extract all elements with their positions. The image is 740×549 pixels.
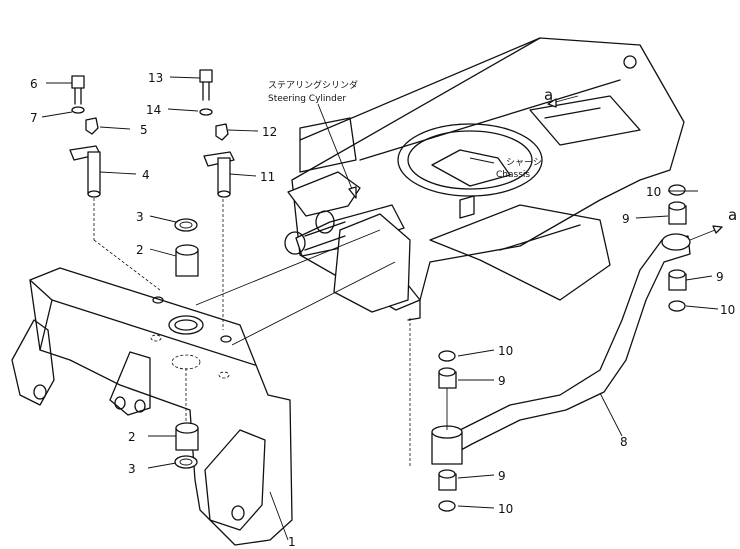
view-a-label-top: a xyxy=(544,86,553,104)
part-number-10-lower-left: 10 xyxy=(498,502,513,516)
right-pin-stack xyxy=(199,69,235,198)
axle-housing xyxy=(11,267,293,546)
part-number-9-upper-left: 9 xyxy=(498,374,506,388)
upper-bushing-seal xyxy=(174,218,199,277)
part-number-13: 13 xyxy=(148,71,163,85)
part-number-5: 5 xyxy=(140,123,148,137)
part-number-1: 1 xyxy=(288,535,296,549)
view-arrows: a a xyxy=(544,86,737,241)
view-a-label-right: a xyxy=(728,206,737,224)
steering-cylinder-label-jp: ステアリングシリンダ xyxy=(268,79,358,91)
part-number-12: 12 xyxy=(262,125,277,139)
link-bushings xyxy=(438,184,687,512)
part-number-10-upper-right: 10 xyxy=(646,185,661,199)
part-number-2-lower: 2 xyxy=(128,430,136,444)
left-pin-stack xyxy=(69,75,101,198)
part-number-14: 14 xyxy=(146,103,161,117)
part-number-10-upper-left: 10 xyxy=(498,344,513,358)
steering-cylinder xyxy=(284,171,475,313)
part-number-11: 11 xyxy=(260,170,275,184)
part-numbers: 6 7 5 4 13 14 12 11 3 2 2 3 1 10 9 9 10 … xyxy=(30,71,735,549)
connecting-lines xyxy=(93,194,396,346)
part-number-8: 8 xyxy=(620,435,628,449)
part-number-6: 6 xyxy=(30,77,38,91)
annotations: ステアリングシリンダ Steering Cylinder シャーシ Chassi… xyxy=(268,79,542,199)
part-number-3-lower: 3 xyxy=(128,462,136,476)
part-number-3-upper: 3 xyxy=(136,210,144,224)
steering-link xyxy=(431,233,691,465)
part-number-9-upper-right: 9 xyxy=(622,212,630,226)
part-number-2-upper: 2 xyxy=(136,243,144,257)
chassis-label-jp: シャーシ xyxy=(506,158,542,168)
chassis-label-en: Chassis xyxy=(496,170,530,180)
part-number-9-lower-left: 9 xyxy=(498,469,506,483)
steering-cylinder-label-en: Steering Cylinder xyxy=(268,94,346,104)
part-number-10-lower-right: 10 xyxy=(720,303,735,317)
part-number-4: 4 xyxy=(142,168,150,182)
part-number-9-lower-right: 9 xyxy=(716,270,724,284)
part-number-7: 7 xyxy=(30,111,38,125)
part-leaders xyxy=(41,76,719,541)
lower-bushing-seal xyxy=(174,422,199,469)
